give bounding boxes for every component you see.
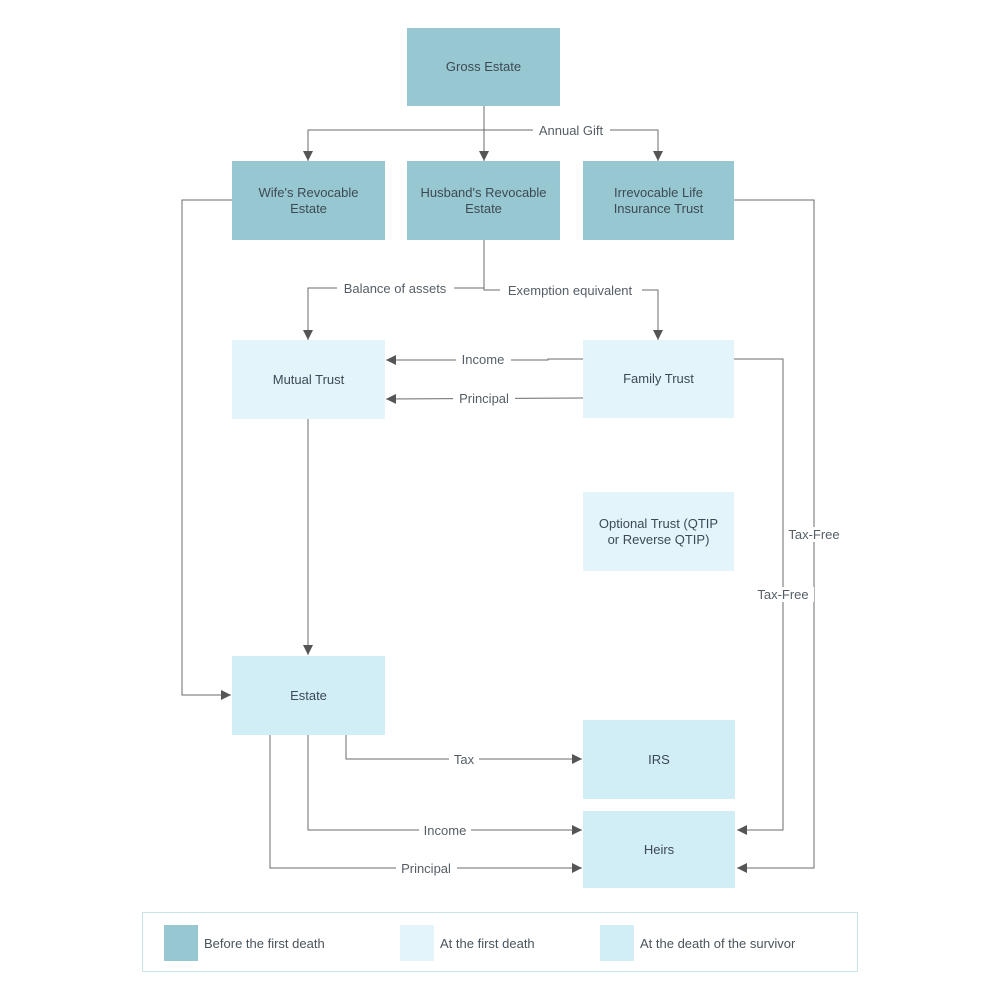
node-irrevocable-life-insurance-trust: Irrevocable Life Insurance Trust: [583, 161, 734, 240]
label-tax-free-family: Tax-Free: [757, 587, 808, 602]
node-irs: IRS: [583, 720, 735, 799]
edge-principal-estate-to-heirs: [269, 735, 582, 873]
edge-tax: [345, 735, 582, 764]
label-tax: Tax: [454, 752, 475, 767]
label-annual-gift: Annual Gift: [539, 123, 604, 138]
label-income-family-to-mutual: Income: [462, 352, 505, 367]
node-estate: Estate: [232, 656, 385, 735]
legend-label-before-first-death: Before the first death: [204, 935, 325, 951]
label-principal-family-to-mutual: Principal: [459, 391, 509, 406]
legend-item-before-first-death: Before the first death: [164, 925, 325, 961]
label-balance-of-assets: Balance of assets: [344, 281, 447, 296]
node-wife-revocable-estate-label: Wife's Revocable Estate: [258, 184, 359, 216]
edge-income-estate-to-heirs: [307, 735, 582, 835]
edge-wife-to-estate: [181, 199, 232, 700]
node-irs-label: IRS: [648, 751, 670, 767]
node-heirs: Heirs: [583, 811, 735, 888]
node-family-trust: Family Trust: [583, 340, 734, 418]
label-exemption-equivalent: Exemption equivalent: [508, 283, 633, 298]
legend: Before the first death At the first deat…: [142, 912, 858, 972]
node-family-trust-label: Family Trust: [623, 371, 694, 386]
legend-swatch-at-first-death: [400, 925, 434, 961]
label-income-estate-to-heirs: Income: [424, 823, 467, 838]
node-wife-revocable-estate: Wife's Revocable Estate: [232, 161, 385, 240]
node-heirs-label: Heirs: [643, 841, 675, 857]
node-mutual-trust-label: Mutual Trust: [272, 371, 345, 387]
node-mutual-trust: Mutual Trust: [232, 340, 385, 419]
node-optional-trust-label: Optional Trust (QTIP or Reverse QTIP): [598, 515, 719, 547]
label-tax-free-insurance: Tax-Free: [788, 527, 839, 542]
legend-label-at-first-death: At the first death: [440, 935, 535, 951]
node-irrevocable-life-insurance-trust-label: Irrevocable Life Insurance Trust: [613, 184, 704, 216]
label-principal-estate-to-heirs: Principal: [401, 861, 451, 876]
edge-gross-to-wife: [303, 129, 484, 161]
node-estate-label: Estate: [290, 687, 327, 703]
legend-item-at-first-death: At the first death: [400, 925, 535, 961]
legend-swatch-at-death-of-survivor: [600, 925, 634, 961]
node-gross-estate-label: Gross Estate: [445, 59, 522, 74]
legend-swatch-before-first-death: [164, 925, 198, 961]
legend-item-at-death-of-survivor: At the death of the survivor: [600, 925, 795, 961]
node-husband-revocable-estate: Husband's Revocable Estate: [407, 161, 560, 240]
node-husband-revocable-estate-label: Husband's Revocable Estate: [420, 184, 547, 216]
node-gross-estate: Gross Estate: [407, 28, 560, 106]
legend-label-at-death-of-survivor: At the death of the survivor: [640, 935, 796, 951]
node-optional-trust: Optional Trust (QTIP or Reverse QTIP): [583, 492, 734, 571]
